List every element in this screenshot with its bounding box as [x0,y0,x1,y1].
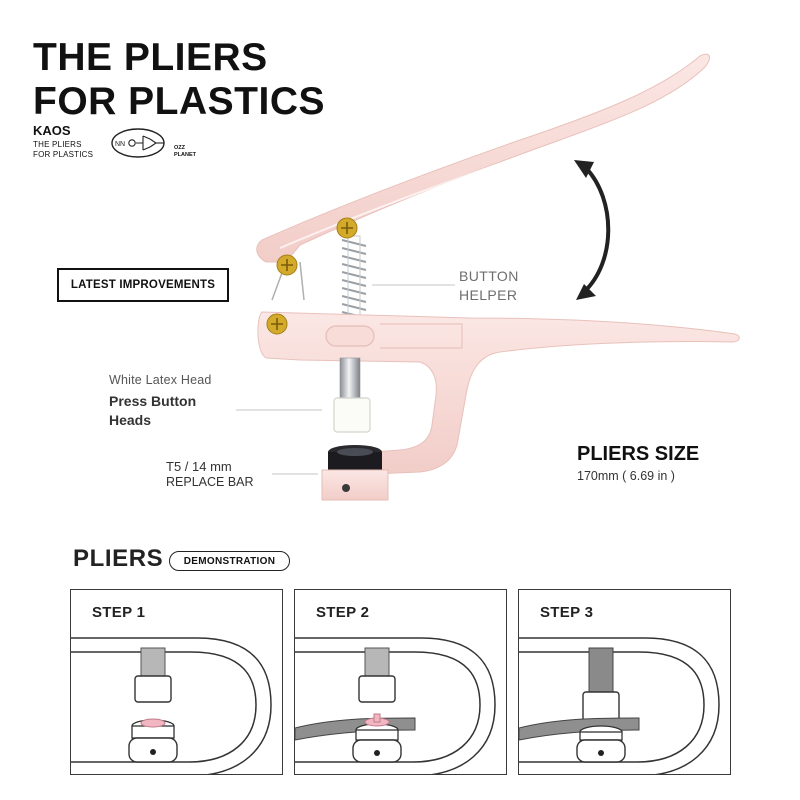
brand-subtitle: THE PLIERS FOR PLASTICS [33,140,93,160]
button-helper-line-1: BUTTON [459,268,519,284]
t5-size-label: T5 / 14 mm [166,459,232,474]
movement-arrow-icon [574,160,611,300]
brand-subtitle-line-2: FOR PLASTICS [33,150,94,159]
svg-text:NN: NN [115,141,125,148]
demonstration-pill: DEMONSTRATION [169,551,290,571]
replace-bar-base [321,469,389,501]
step-2-panel: STEP 2 [294,589,507,775]
step-3-panel: STEP 3 [518,589,731,775]
demo-title: PLIERS [73,545,164,572]
latex-head-label: White Latex Head [109,373,212,387]
spring [341,239,367,319]
pliers-size-value: 170mm ( 6.69 in ) [577,469,675,483]
brand-name: KAOS [33,123,71,138]
ozz-planet-logo-icon: NN [111,128,165,158]
press-button-heads-label: Press Button Heads [109,392,196,430]
press-button-line-2: Heads [109,412,152,428]
button-helper-line-2: HELPER [459,287,518,303]
step-3-label: STEP 3 [540,604,594,621]
step-1-panel: STEP 1 [70,589,283,775]
logo-text-line-2: PLANET [174,152,196,158]
white-latex-head [333,397,371,433]
step-2-illustration [295,637,496,774]
step-1-label: STEP 1 [92,604,146,621]
latest-improvements-badge: LATEST IMPROVEMENTS [57,268,229,302]
step-2-label: STEP 2 [316,604,370,621]
title-line-1: THE PLIERS [33,36,268,79]
title-line-2: FOR PLASTICS [33,80,326,123]
press-button-line-1: Press Button [109,393,197,409]
step-3-illustration [519,637,720,774]
pliers-illustration [236,53,740,501]
lower-jaw-body [257,311,740,475]
page-title: THE PLIERS FOR PLASTICS [33,36,325,124]
button-helper-label: BUTTON HELPER [459,267,519,305]
step-1-illustration [71,637,272,774]
logo-text-line-1: OZZ [174,145,185,151]
press-rod [339,357,361,401]
brand-subtitle-line-1: THE PLIERS [33,140,82,149]
upper-handle [256,53,710,263]
replace-bar-label: REPLACE BAR [166,475,254,489]
gold-screws [266,217,358,335]
logo-text: OZZ PLANET [174,145,196,159]
pliers-size-title: PLIERS SIZE [577,443,700,465]
